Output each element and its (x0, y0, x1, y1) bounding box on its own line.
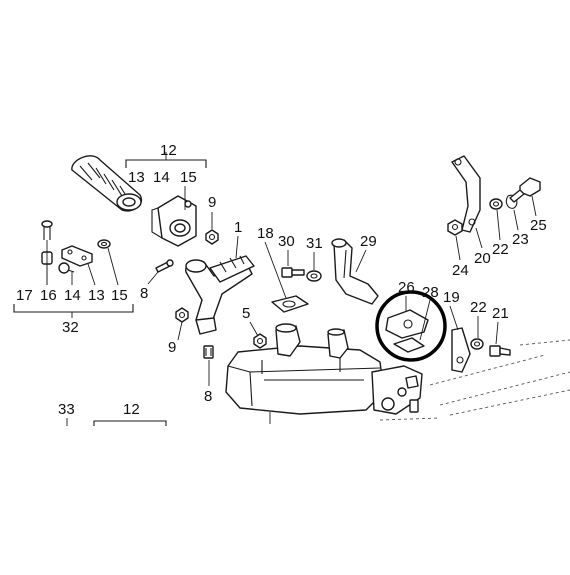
label-31: 31 (306, 235, 323, 252)
label-8-left: 8 (140, 285, 148, 302)
label-33: 33 (58, 401, 75, 418)
label-9-mid: 9 (168, 339, 176, 356)
washer-22-mid-part (470, 338, 484, 350)
label-29: 29 (360, 233, 377, 250)
nut-9-top-part (205, 229, 219, 245)
label-28: 28 (422, 284, 439, 301)
label-12-bottom: 12 (123, 401, 140, 418)
bolt-8-left-part (155, 259, 174, 273)
nut-5-part (253, 333, 267, 349)
label-26: 26 (398, 279, 415, 296)
label-15-top: 15 (180, 169, 197, 186)
washer-31-part (306, 270, 322, 282)
gasket-18-part (271, 295, 309, 313)
label-14-top: 14 (153, 169, 170, 186)
leader-21 (495, 321, 499, 345)
bolt-30-part (281, 267, 305, 278)
nut-24-part (447, 219, 463, 236)
label-21: 21 (492, 305, 509, 322)
leader-18 (264, 241, 287, 299)
sensor-housing-part (151, 195, 197, 247)
clamp-26-part (385, 309, 429, 353)
label-30: 30 (278, 233, 295, 250)
label-13-left: 13 (88, 287, 105, 304)
muffler-part (225, 323, 385, 415)
label-18: 18 (257, 225, 274, 242)
label-13-top: 13 (128, 169, 145, 186)
washer-22-top-part (489, 198, 503, 210)
holder-13-part (61, 245, 93, 267)
bracket-12-top (125, 159, 207, 168)
leader-29 (355, 249, 367, 273)
leader-20 (475, 227, 483, 249)
bolt-25-part (509, 177, 541, 203)
leader-25 (531, 195, 537, 217)
washer-15-part (97, 239, 111, 249)
label-25: 25 (530, 217, 547, 234)
label-9-top: 9 (208, 194, 216, 211)
bolt-17-part (41, 220, 53, 240)
label-15-left: 15 (111, 287, 128, 304)
leader-23 (513, 209, 519, 231)
leader-24 (455, 235, 461, 261)
leader-1 (235, 235, 239, 259)
leader-15-left (107, 247, 119, 286)
label-5: 5 (242, 305, 250, 322)
bolt-14-part (58, 262, 75, 274)
leader-19 (449, 305, 459, 331)
label-19: 19 (443, 289, 460, 306)
pipe-29-part (331, 238, 379, 305)
nut-9-mid-part (175, 307, 189, 323)
hanger-20-part (451, 155, 481, 233)
label-8-bottom: 8 (204, 388, 212, 405)
strap-19-part (451, 327, 471, 373)
label-23: 23 (512, 231, 529, 248)
label-14-left: 14 (64, 287, 81, 304)
rubber-boot-part (71, 155, 143, 212)
label-22-mid: 22 (470, 299, 487, 316)
leader-5 (249, 321, 259, 337)
label-1: 1 (234, 219, 242, 236)
pipe-bracket-1-part (185, 255, 255, 335)
bolt-8-bottom-part (203, 345, 214, 359)
bolt-flange-part (409, 399, 419, 413)
label-20: 20 (474, 250, 491, 267)
bracket-32 (13, 304, 134, 313)
leader-13-left (87, 263, 96, 286)
highlight-circle (375, 290, 447, 362)
label-17: 17 (16, 287, 33, 304)
bolt-21-part (489, 345, 511, 357)
label-22-top: 22 (492, 241, 509, 258)
label-12-top: 12 (160, 142, 177, 159)
leader-22-top (496, 209, 501, 241)
leader-9-mid (177, 321, 183, 341)
label-32: 32 (62, 319, 79, 336)
leader-8-left (147, 271, 159, 285)
bracket-12-bottom (93, 420, 167, 426)
leader-28 (419, 299, 431, 341)
label-24: 24 (452, 262, 469, 279)
label-16: 16 (40, 287, 57, 304)
chassis-outline (379, 339, 570, 421)
